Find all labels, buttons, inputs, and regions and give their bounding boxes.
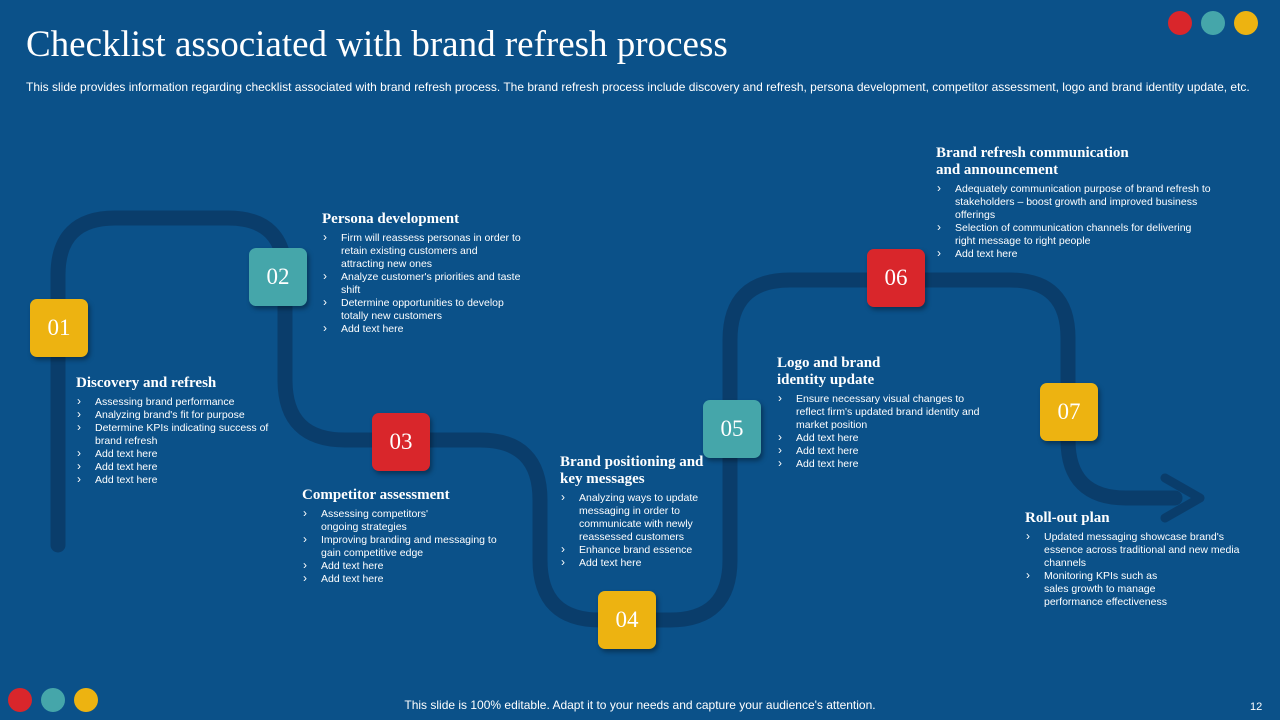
step-title: Brand positioning and key messages (560, 454, 704, 487)
decorative-dots-top (1168, 11, 1258, 35)
process-road (50, 210, 1183, 628)
slide-title: Checklist associated with brand refresh … (26, 24, 728, 65)
step-items: Analyzing ways to update messaging in or… (560, 491, 710, 570)
step-title: Logo and brand identity update (777, 355, 881, 388)
step-title: Persona development (322, 211, 460, 227)
list-item: Add text here (777, 431, 992, 445)
arrow-head-icon (1160, 473, 1205, 523)
step-badge-07: 07 (1040, 383, 1098, 441)
list-item: Selection of communication channels for … (936, 221, 1205, 248)
teal-dot (41, 688, 65, 712)
list-item: Add text here (76, 447, 276, 461)
step-title: Discovery and refresh (76, 375, 217, 391)
step-03-block: Competitor assessment Assessing competit… (302, 487, 512, 586)
step-badge-04: 04 (598, 591, 656, 649)
step-title: Competitor assessment (302, 487, 450, 503)
step-items: Updated messaging showcase brand's essen… (1025, 530, 1240, 609)
footer-note: This slide is 100% editable. Adapt it to… (404, 698, 876, 712)
step-title: Roll-out plan (1025, 510, 1110, 526)
list-item: Add text here (302, 572, 512, 586)
step-06-block: Brand refresh communication and announce… (936, 145, 1216, 261)
teal-dot (1201, 11, 1225, 35)
list-item: Ensure necessary visual changes to refle… (777, 392, 992, 432)
list-item: Determine KPIs indicating success of bra… (76, 421, 276, 448)
step-badge-02: 02 (249, 248, 307, 306)
step-badge-05: 05 (703, 400, 761, 458)
step-items: Firm will reassess personas in order to … (322, 231, 522, 336)
list-item: Add text here (777, 457, 992, 471)
step-02-block: Persona development Firm will reassess p… (322, 211, 522, 336)
list-item: Add text here (560, 556, 710, 570)
list-item: Add text here (322, 322, 522, 336)
decorative-dots-bottom (8, 688, 98, 712)
list-item: Analyze customer's priorities and taste … (322, 270, 522, 297)
step-07-block: Roll-out plan Updated messaging showcase… (1025, 510, 1240, 609)
yellow-dot (74, 688, 98, 712)
step-04-block: Brand positioning and key messages Analy… (560, 454, 710, 570)
step-badge-01: 01 (30, 299, 88, 357)
page-number: 12 (1250, 701, 1263, 713)
list-item: Analyzing ways to update messaging in or… (560, 491, 710, 544)
list-item: Add text here (302, 559, 512, 573)
red-dot (8, 688, 32, 712)
step-items: Assessing brand performance Analyzing br… (76, 395, 276, 487)
list-item: Determine opportunities to develop total… (322, 296, 522, 323)
list-item: Analyzing brand's fit for purpose (76, 408, 276, 422)
step-05-block: Logo and brand identity update Ensure ne… (777, 355, 992, 471)
slide-subtitle: This slide provides information regardin… (26, 80, 1250, 94)
step-title: Brand refresh communication and announce… (936, 145, 1129, 178)
list-item: Monitoring KPIs such as sales growth to … (1025, 569, 1184, 609)
step-badge-03: 03 (372, 413, 430, 471)
list-item: Adequately communication purpose of bran… (936, 182, 1216, 222)
step-items: Assessing competitors' ongoing strategie… (302, 507, 512, 586)
yellow-dot (1234, 11, 1258, 35)
step-badge-06: 06 (867, 249, 925, 307)
list-item: Add text here (936, 247, 1216, 261)
red-dot (1168, 11, 1192, 35)
step-01-block: Discovery and refresh Assessing brand pe… (76, 375, 276, 487)
list-item: Improving branding and messaging to gain… (302, 533, 512, 560)
list-item: Add text here (76, 473, 276, 487)
step-items: Ensure necessary visual changes to refle… (777, 392, 992, 471)
list-item: Firm will reassess personas in order to … (322, 231, 522, 271)
list-item: Enhance brand essence (560, 543, 710, 557)
step-items: Adequately communication purpose of bran… (936, 182, 1216, 261)
list-item: Assessing competitors' ongoing strategie… (302, 507, 441, 534)
list-item: Add text here (777, 444, 992, 458)
list-item: Updated messaging showcase brand's essen… (1025, 530, 1240, 570)
list-item: Add text here (76, 460, 276, 474)
list-item: Assessing brand performance (76, 395, 276, 409)
